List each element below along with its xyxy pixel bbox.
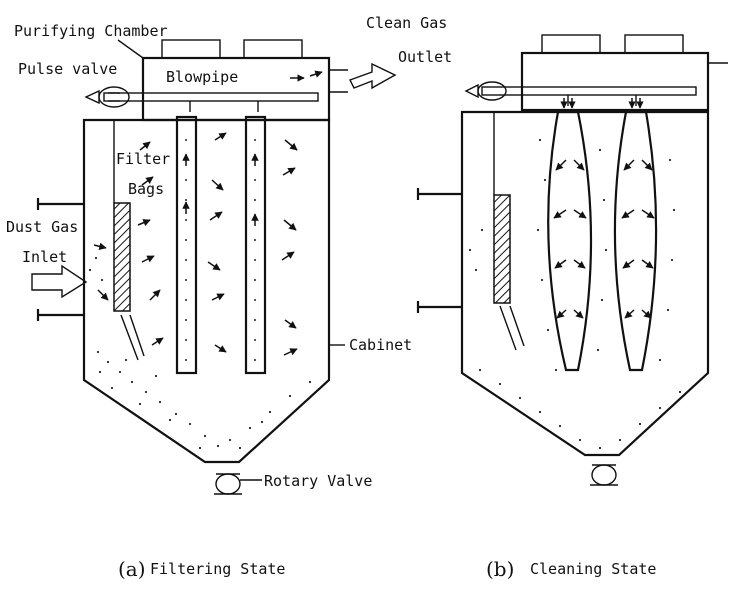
chamber-top-box-left [161,39,221,59]
caption-b-text: Cleaning State [530,560,656,578]
outlet-pipe [329,69,348,93]
cabinet-body [82,118,331,464]
filter-bag-1 [175,115,198,375]
label-blowpipe: Blowpipe [166,68,238,86]
caption-a-letter: (a) [118,557,146,581]
label-purifying-chamber: Purifying Chamber [14,22,168,40]
chamber-top-box-left-b [541,34,601,54]
outlet-arrow [349,62,397,90]
rotary-valve [214,473,242,495]
blowpipe-b [481,86,697,96]
label-filter: Filter [116,150,170,168]
blowpipe [103,92,319,102]
filtering-state-diagram [31,39,397,495]
cleaning-state-diagram [416,34,728,486]
rotary-valve-b [590,464,618,486]
pulse-valve-b [464,81,507,101]
caption-a-text: Filtering State [150,560,285,578]
filter-bag-2 [244,115,267,375]
dust-inlet-flange [36,198,84,321]
pulse-arrows-b [553,98,655,319]
label-dust-gas: Dust Gas [6,218,78,236]
label-cabinet: Cabinet [349,336,412,354]
baffle-plate-b [493,194,511,304]
label-bags: Bags [128,180,164,198]
chamber-top-box-right [243,39,303,59]
dust-particles-a [88,256,312,450]
inflated-bag-1 [547,110,593,372]
inlet-arrow [31,264,88,299]
cabinet-body-b [460,110,710,457]
purifying-chamber-b [520,51,710,112]
dust-particles-b [468,138,682,450]
label-inlet: Inlet [22,248,67,266]
label-outlet: Outlet [398,48,452,66]
chamber-top-box-right-b [624,34,684,54]
label-rotary-valve: Rotary Valve [264,472,372,490]
label-clean-gas: Clean Gas [366,14,447,32]
inflated-bag-2 [613,110,658,372]
caption-b-letter: (b) [486,557,514,581]
airflow-arrows-a [93,70,323,356]
baffle-plate [113,202,131,312]
pulse-valve [84,86,130,108]
label-pulse-valve: Pulse valve [18,60,117,78]
